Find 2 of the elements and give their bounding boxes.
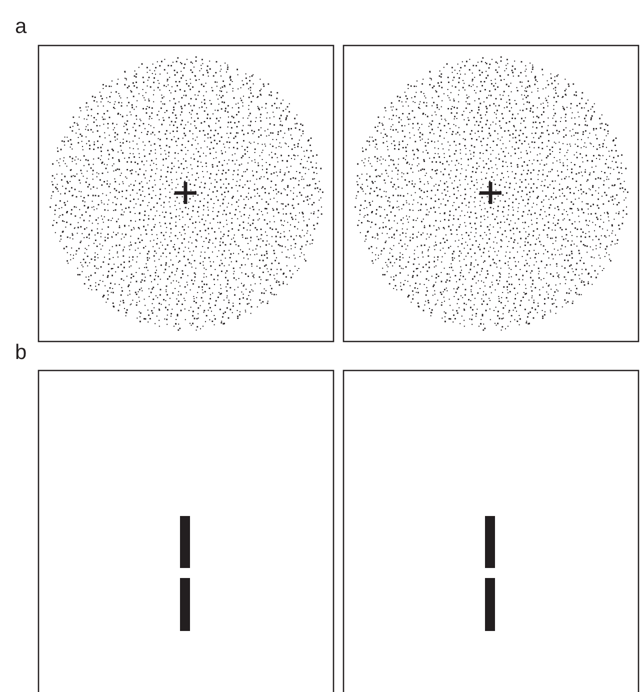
panel-label: a bbox=[15, 16, 27, 37]
panel-label: b bbox=[15, 342, 27, 363]
